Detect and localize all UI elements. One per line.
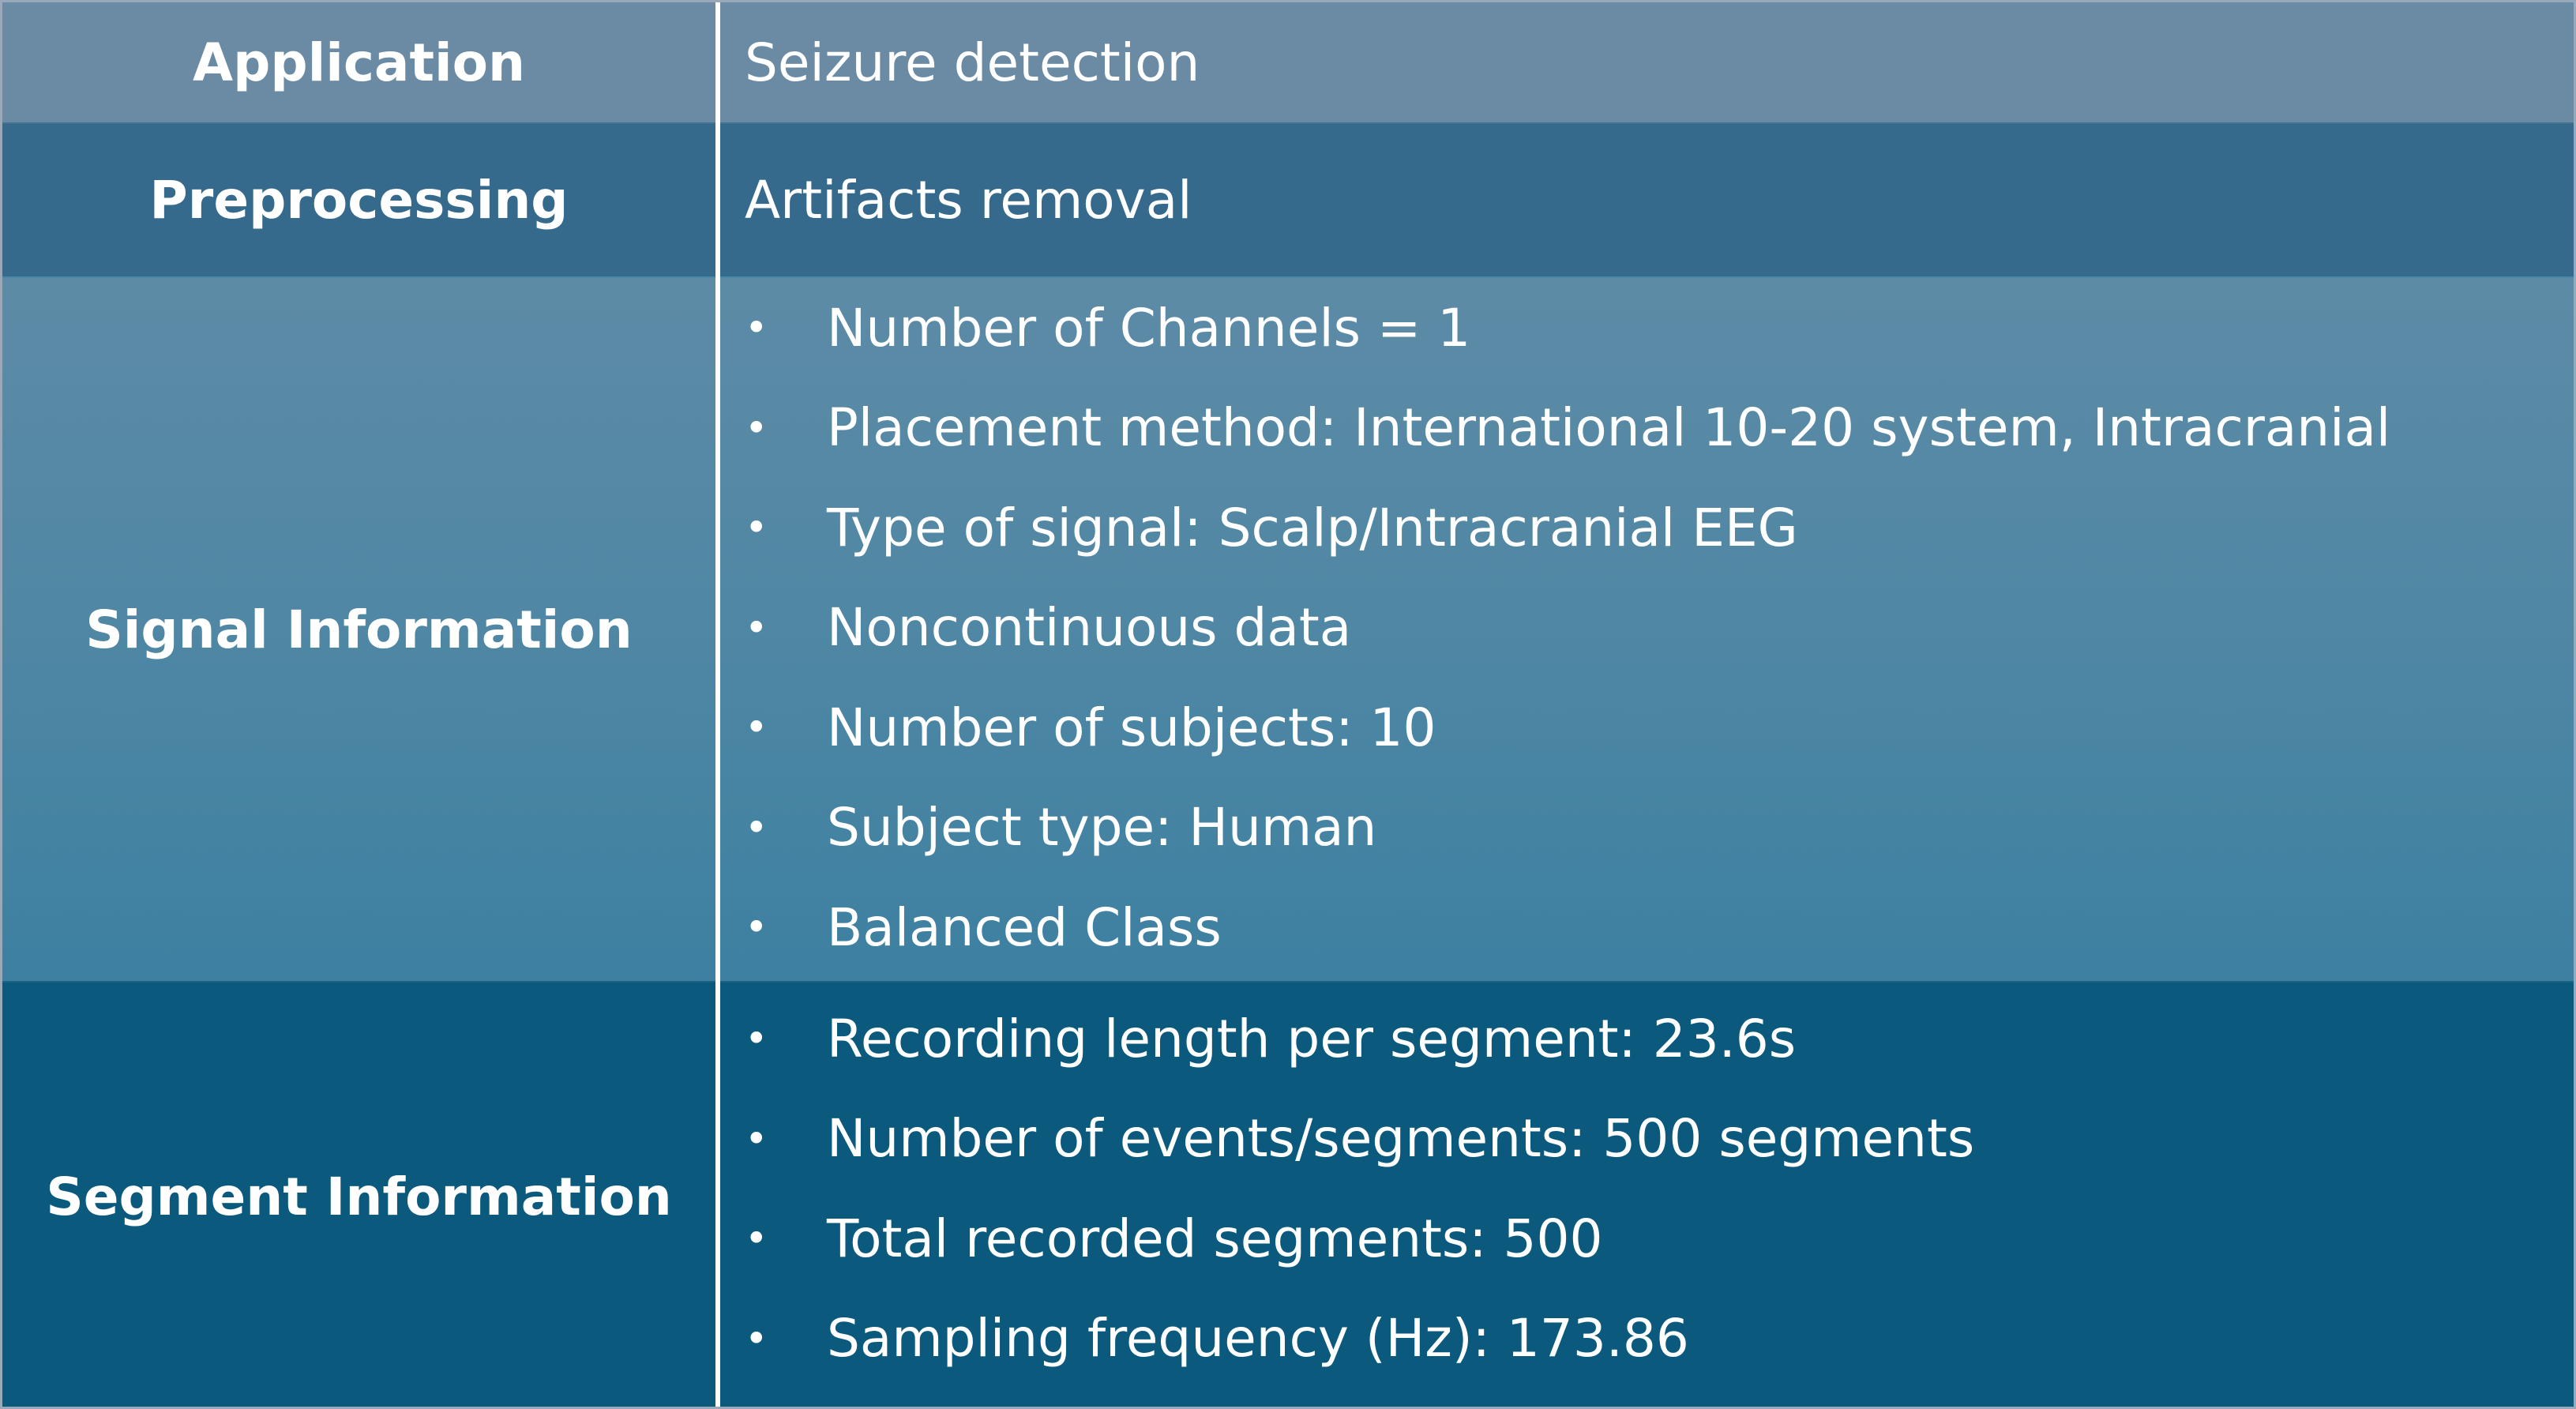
list-item-text: Subject type: Human (827, 797, 1377, 859)
bullet-icon: • (745, 1215, 768, 1262)
list-item-text: Sampling frequency (Hz): 173.86 (827, 1308, 1689, 1370)
list-item: • Number of events/segments: 500 segments (745, 1089, 2558, 1189)
list-item: • Sampling frequency (Hz): 173.86 (745, 1289, 2558, 1389)
list-item-text: Number of events/segments: 500 segments (827, 1108, 1975, 1170)
table-row-segment-information: Segment Information • Recording length pe… (2, 981, 2574, 1407)
list-item-text: Noncontinuous data (827, 597, 1352, 659)
bullet-icon: • (745, 704, 768, 751)
signal-information-list: • Number of Channels = 1 • Placement metho… (745, 278, 2558, 978)
bullet-icon: • (745, 1016, 768, 1062)
row-label-segment-information: Segment Information (46, 1167, 672, 1227)
list-item: • Subject type: Human (745, 778, 2558, 878)
list-item-text: Type of signal: Scalp/Intracranial EEG (827, 497, 1798, 558)
bullet-icon: • (745, 804, 768, 851)
column-divider (715, 2, 720, 1407)
table-row-application: Application Seizure detection (2, 2, 2574, 122)
list-item-text: Number of Channels = 1 (827, 297, 1471, 359)
list-item: • Type of signal: Scalp/Intracranial EEG (745, 478, 2558, 578)
row-label-preprocessing: Preprocessing (149, 170, 569, 231)
list-item-text: Placement method: International 10-20 sy… (827, 397, 2391, 459)
list-item-text: Balanced Class (827, 896, 1222, 958)
bullet-icon: • (745, 505, 768, 551)
list-item: • Recording length per segment: 23.6s (745, 989, 2558, 1089)
table-row-preprocessing: Preprocessing Artifacts removal (2, 122, 2574, 276)
list-item: • Number of subjects: 10 (745, 678, 2558, 778)
list-item: • Balanced Class (745, 877, 2558, 978)
bullet-icon: • (745, 305, 768, 351)
row-value-preprocessing: Artifacts removal (745, 170, 1192, 231)
row-value-application: Seizure detection (745, 32, 1200, 93)
bullet-icon: • (745, 1315, 768, 1362)
row-label-application: Application (193, 32, 525, 93)
bullet-icon: • (745, 904, 768, 951)
list-item: • Noncontinuous data (745, 578, 2558, 678)
table-row-signal-information: Signal Information • Number of Channels =… (2, 276, 2574, 981)
row-label-signal-information: Signal Information (85, 599, 633, 660)
bullet-icon: • (745, 1115, 768, 1162)
list-item: • Total recorded segments: 500 (745, 1189, 2558, 1289)
list-item: • Placement method: International 10-20 s… (745, 378, 2558, 479)
list-item-text: Recording length per segment: 23.6s (827, 1008, 1797, 1069)
segment-information-list: • Recording length per segment: 23.6s • Nu… (745, 989, 2558, 1388)
list-item-text: Total recorded segments: 500 (827, 1208, 1603, 1269)
bullet-icon: • (745, 604, 768, 651)
list-item: • Number of Channels = 1 (745, 278, 2558, 378)
list-item-text: Number of subjects: 10 (827, 697, 1436, 758)
bullet-icon: • (745, 404, 768, 451)
